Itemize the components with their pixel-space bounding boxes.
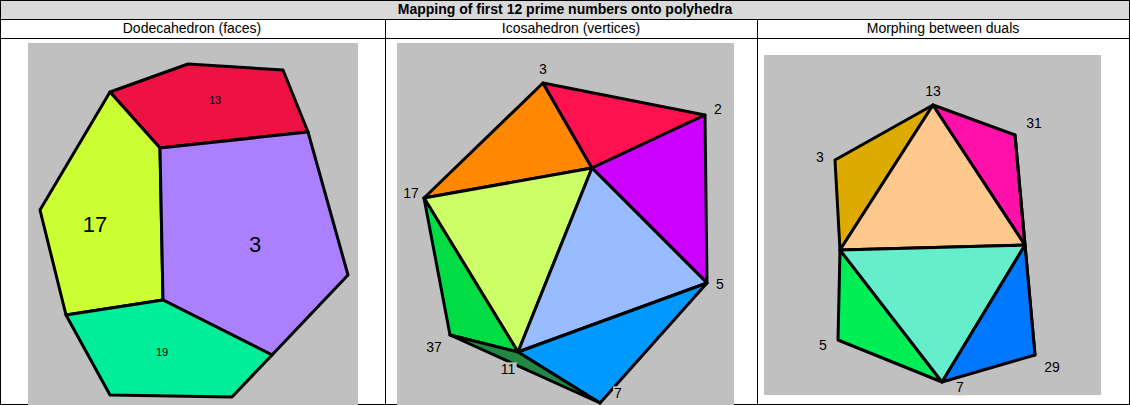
column-header: Morphing between duals [867, 21, 1020, 36]
column-header: Icosahedron (vertices) [502, 21, 641, 36]
vertex-number: 7 [955, 380, 965, 395]
table-rule [385, 19, 386, 405]
column-header: Dodecahedron (faces) [123, 21, 262, 36]
morphing-polyhedron [835, 105, 1035, 382]
vertex-number: 7 [613, 386, 623, 401]
vertex-number: 13 [924, 84, 942, 99]
vertex-number: 11 [500, 362, 517, 377]
icosahedron [424, 83, 707, 403]
vertex-number: 37 [425, 340, 443, 355]
face-number: 19 [156, 346, 168, 358]
face-number: 13 [209, 94, 221, 106]
vertex-number: 31 [1025, 116, 1043, 131]
vertex-number: 2 [713, 102, 723, 117]
dodecahedron [40, 64, 348, 397]
face-number: 17 [83, 213, 107, 237]
panel-ground [28, 43, 358, 405]
table-rule [757, 19, 758, 405]
panel-ground [397, 43, 734, 405]
table-rule [0, 38, 1130, 39]
table-rule [0, 19, 1130, 20]
header-band [0, 0, 1130, 19]
vertex-number: 29 [1043, 360, 1061, 375]
vertex-number: 3 [815, 150, 825, 165]
face-number: 3 [249, 233, 261, 257]
panel-ground [764, 55, 1101, 395]
vertex-number: 5 [818, 338, 828, 353]
vertex-number: 3 [538, 62, 548, 77]
table-title: Mapping of first 12 prime numbers onto p… [398, 2, 732, 17]
vertex-number: 5 [715, 277, 725, 292]
vertex-number: 17 [402, 186, 420, 201]
